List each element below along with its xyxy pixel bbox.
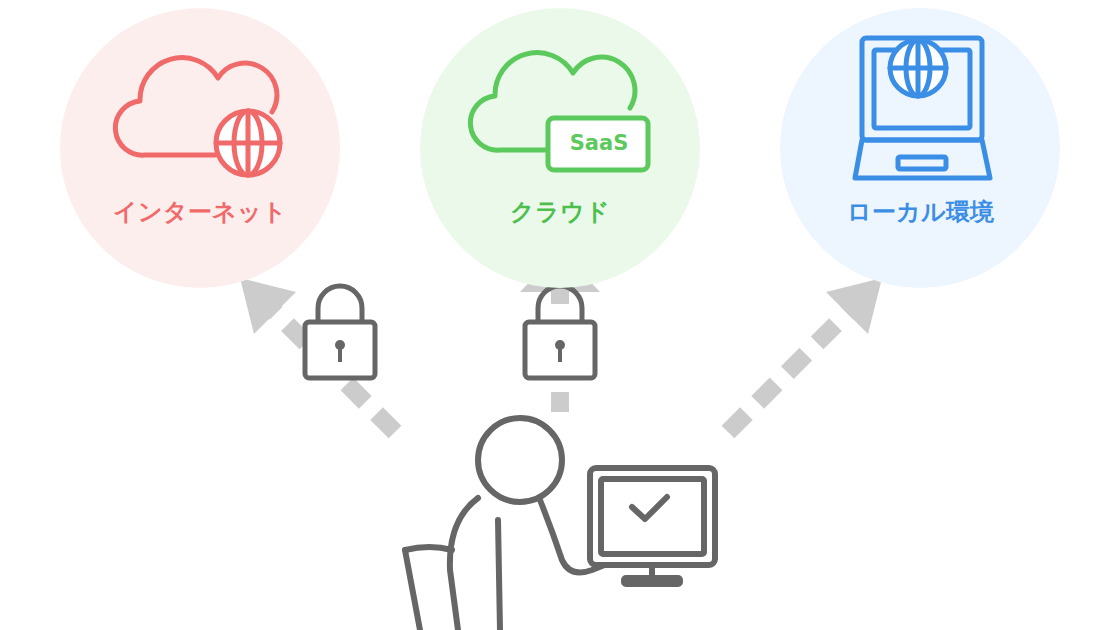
category-icon (470, 53, 648, 170)
category-circle: ローカル環境 (780, 8, 1060, 288)
circle-fill (60, 8, 340, 288)
text-slot: SaaS (570, 131, 629, 156)
category-label: インターネット (113, 198, 287, 227)
category-circle: SaaS クラウド (420, 8, 700, 288)
category-icon (855, 38, 990, 178)
circle-shape (780, 8, 1060, 288)
circle-fill (780, 8, 1060, 288)
text-slot: ローカル環境 (847, 198, 994, 227)
circle-fill (420, 8, 700, 288)
circle-shape (60, 8, 340, 288)
category-circle: インターネット (60, 8, 340, 288)
text-slot: インターネット (113, 198, 287, 227)
circle-shape (420, 8, 700, 288)
category-label: クラウド (510, 198, 610, 227)
lock-icons (305, 286, 595, 378)
category-icon (115, 58, 280, 175)
badge-label: SaaS (570, 131, 629, 156)
person-at-computer (405, 418, 715, 630)
text-slot: クラウド (510, 198, 610, 227)
category-label: ローカル環境 (847, 198, 994, 227)
